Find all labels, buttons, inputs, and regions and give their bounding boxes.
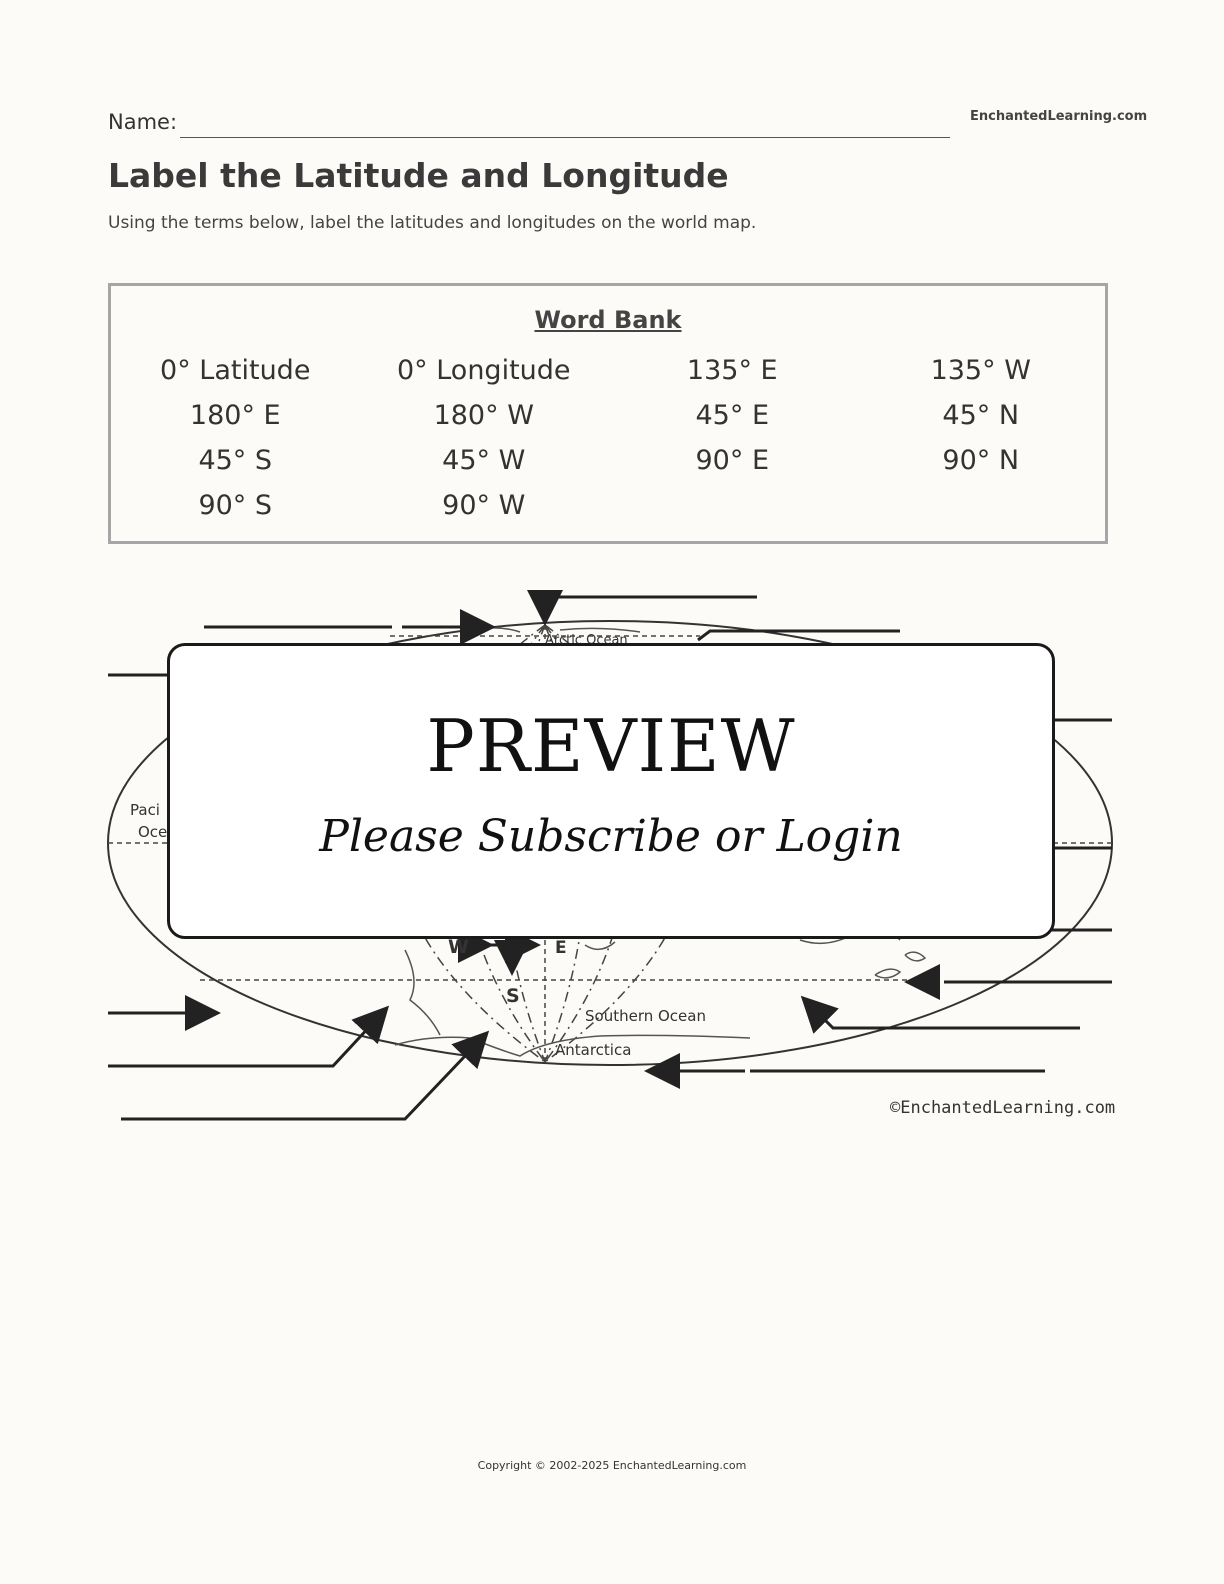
word-bank-term: 180° W <box>433 400 534 431</box>
compass-w: W <box>448 936 469 958</box>
word-bank-term: 0° Latitude <box>160 355 311 386</box>
word-bank: Word Bank 0° Latitude 0° Longitude 135° … <box>108 283 1108 544</box>
word-bank-term: 0° Longitude <box>396 355 571 386</box>
page-title: Label the Latitude and Longitude <box>108 156 729 195</box>
word-bank-term: 90° E <box>695 445 770 476</box>
label-pacific-2: Oce <box>138 823 167 841</box>
word-bank-term: 45° S <box>198 445 273 476</box>
word-bank-term: 135° W <box>930 355 1031 386</box>
label-pacific-1: Paci <box>130 801 160 819</box>
label-antarctica: Antarctica <box>555 1041 631 1059</box>
compass-s: S <box>506 985 520 1007</box>
preview-overlay[interactable]: PREVIEW Please Subscribe or Login <box>167 643 1055 939</box>
word-bank-term: 180° E <box>189 400 281 431</box>
word-bank-term: 135° E <box>686 355 778 386</box>
footer-copyright: Copyright © 2002-2025 EnchantedLearning.… <box>477 1459 747 1472</box>
word-bank-title: Word Bank <box>534 306 682 334</box>
word-bank-term: 45° W <box>442 445 526 476</box>
preview-title: PREVIEW <box>426 704 796 788</box>
word-bank-term: 45° E <box>695 400 770 431</box>
map-credit: ©EnchantedLearning.com <box>890 1098 1116 1118</box>
instructions: Using the terms below, label the latitud… <box>108 213 757 233</box>
compass-e: E <box>555 938 567 958</box>
name-blank-line[interactable] <box>180 137 950 138</box>
name-label: Name: <box>108 110 178 134</box>
word-bank-grid: 0° Latitude 0° Longitude 135° E 135° W 1… <box>111 348 1105 528</box>
word-bank-term: 90° W <box>442 490 526 521</box>
label-leader-lines <box>108 590 1112 1121</box>
label-southern-ocean: Southern Ocean <box>585 1007 706 1025</box>
word-bank-term: 45° N <box>942 400 1020 431</box>
site-name[interactable]: EnchantedLearning.com <box>970 109 1148 124</box>
preview-subtitle[interactable]: Please Subscribe or Login <box>319 811 903 862</box>
word-bank-term: 90° N <box>942 445 1020 476</box>
word-bank-term: 90° S <box>198 490 273 521</box>
